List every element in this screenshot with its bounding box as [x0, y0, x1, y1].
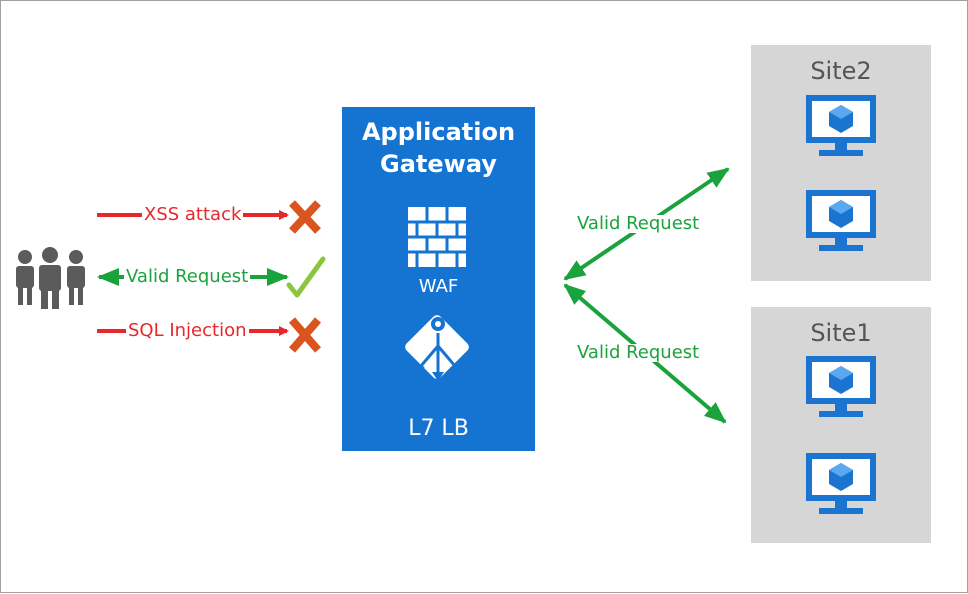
valid-request-label: Valid Request — [124, 266, 251, 287]
xss-attack-label: XSS attack — [142, 204, 244, 225]
sql-injection-label: SQL Injection — [126, 320, 249, 341]
l7-lb-label: L7 LB — [408, 416, 469, 441]
site2-title: Site2 — [810, 57, 872, 85]
users-icon — [16, 247, 85, 309]
site1-title: Site1 — [810, 319, 872, 347]
load-balancer-icon — [405, 315, 469, 381]
firewall-icon — [408, 207, 466, 267]
blocked-icon — [288, 317, 322, 353]
check-icon — [286, 256, 326, 298]
backend-label-lower: Valid Request — [575, 342, 702, 363]
vm-icon — [806, 190, 876, 251]
vm-icon — [806, 95, 876, 156]
application-gateway-box — [342, 107, 535, 451]
vm-icon — [806, 453, 876, 514]
gateway-title-line1: Application — [361, 118, 516, 146]
backend-label-upper: Valid Request — [575, 213, 702, 234]
blocked-icon — [289, 200, 321, 234]
vm-icon — [806, 356, 876, 417]
gateway-title-line2: Gateway — [380, 150, 497, 178]
waf-label: WAF — [418, 276, 459, 297]
gateway-title: Application Gateway — [342, 116, 535, 180]
